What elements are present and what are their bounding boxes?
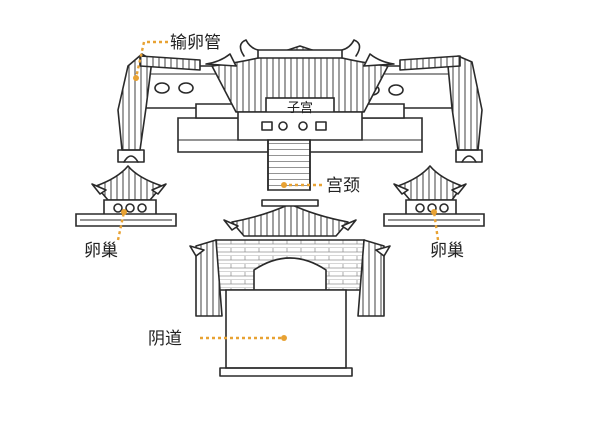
leader-ovary-left — [116, 211, 126, 241]
leader-dot-ovary-right — [431, 209, 437, 215]
leader-dot-vagina — [281, 335, 287, 341]
leader-ovary-right — [432, 211, 440, 241]
vagina-structure — [189, 199, 391, 377]
uterus-structure — [177, 39, 423, 153]
leader-lines — [116, 40, 440, 341]
leader-dot-fallopian-tube — [133, 75, 139, 81]
leader-dot-cervix — [281, 182, 287, 188]
cervix-structure — [267, 139, 311, 191]
label-fallopian-tube: 输卵管 — [170, 33, 221, 53]
labels: 输卵管 子宫 宫颈 卵巢 卵巢 阴道 — [84, 33, 464, 349]
leader-fallopian-tube — [134, 40, 168, 79]
label-ovary-left: 卵巢 — [84, 241, 118, 261]
label-ovary-right: 卵巢 — [430, 241, 464, 261]
label-cervix: 宫颈 — [326, 176, 360, 196]
ovary-right-structure — [383, 165, 485, 227]
label-uterus: 子宫 — [287, 101, 313, 116]
ovary-left-structure — [75, 165, 177, 227]
leader-dot-ovary-left — [121, 209, 127, 215]
label-vagina: 阴道 — [148, 329, 182, 349]
